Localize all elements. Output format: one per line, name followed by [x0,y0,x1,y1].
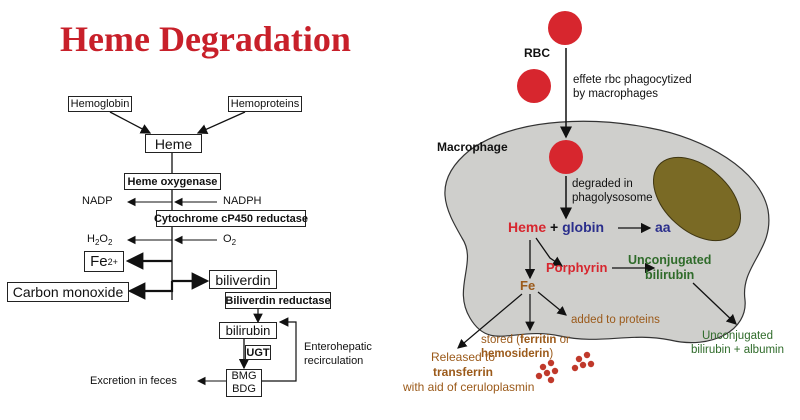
hemoglobin-box: Hemoglobin [68,96,132,112]
bilirubin-box: bilirubin [219,322,277,339]
carbon-monoxide-box: Carbon monoxide [7,282,129,302]
heme-oxygenase-box: Heme oxygenase [124,173,221,190]
arrow-fe-proteins [537,291,567,316]
biliverdin-box: biliverdin [209,270,277,289]
hemosiderin-label: hemosiderin [481,348,550,360]
rbc-cell-middle [517,69,551,103]
arrow-carbon-monoxide [127,281,174,300]
h2o2-label: H2O2 [87,233,113,248]
ugt-box: UGT [245,345,271,360]
heme-box: Heme [145,134,202,153]
porphyrin-label: Porphyrin [546,260,608,275]
enterohepatic-loop [262,317,297,382]
added-to-proteins-label: added to proteins [571,314,660,326]
heme-globin-row: Heme + globin [508,219,604,235]
arrow-fe-transferrin [457,293,523,349]
biliverdin-reductase-box: Biliverdin reductase [225,292,331,309]
o2-label: O2 [223,233,237,248]
aa-label: aa [655,219,671,235]
iron-granules [535,351,595,384]
rbc-cell-top [548,11,582,45]
cyp450-reductase-box: Cytochrome cP450 reductase [154,210,308,227]
bdg-label: BDG [232,383,256,395]
stored-label: stored (ferritin or hemosiderin) [481,334,570,360]
fe-label: Fe [520,278,536,293]
arrow-heme-porphyrin [535,237,564,267]
nadp-label: NADP [82,195,113,207]
nadph-label: NADPH [223,195,262,207]
rbc-cell-inside [549,140,583,174]
ferritin-label: ferritin [520,334,557,346]
excretion-label: Excretion in feces [90,375,177,387]
macrophage-nucleus [652,156,742,242]
arrow-bilirubin-albumin [692,282,737,325]
page-title: Heme Degradation [60,19,351,59]
macrophage-label: Macrophage [437,140,508,154]
bmg-bdg-box: BMG BDG [226,369,262,397]
hemoproteins-box: Hemoproteins [228,96,302,112]
globin-label: globin [562,219,605,235]
rbc-label: RBC [524,46,550,60]
arrow-hemoglobin-heme [109,111,152,134]
plus-label: + [550,219,559,235]
transferrin-label: transferrin [432,365,494,379]
bmg-label: BMG [231,370,257,382]
heme-label: Heme [508,219,547,235]
arrow-hemoproteins-heme [196,111,246,135]
